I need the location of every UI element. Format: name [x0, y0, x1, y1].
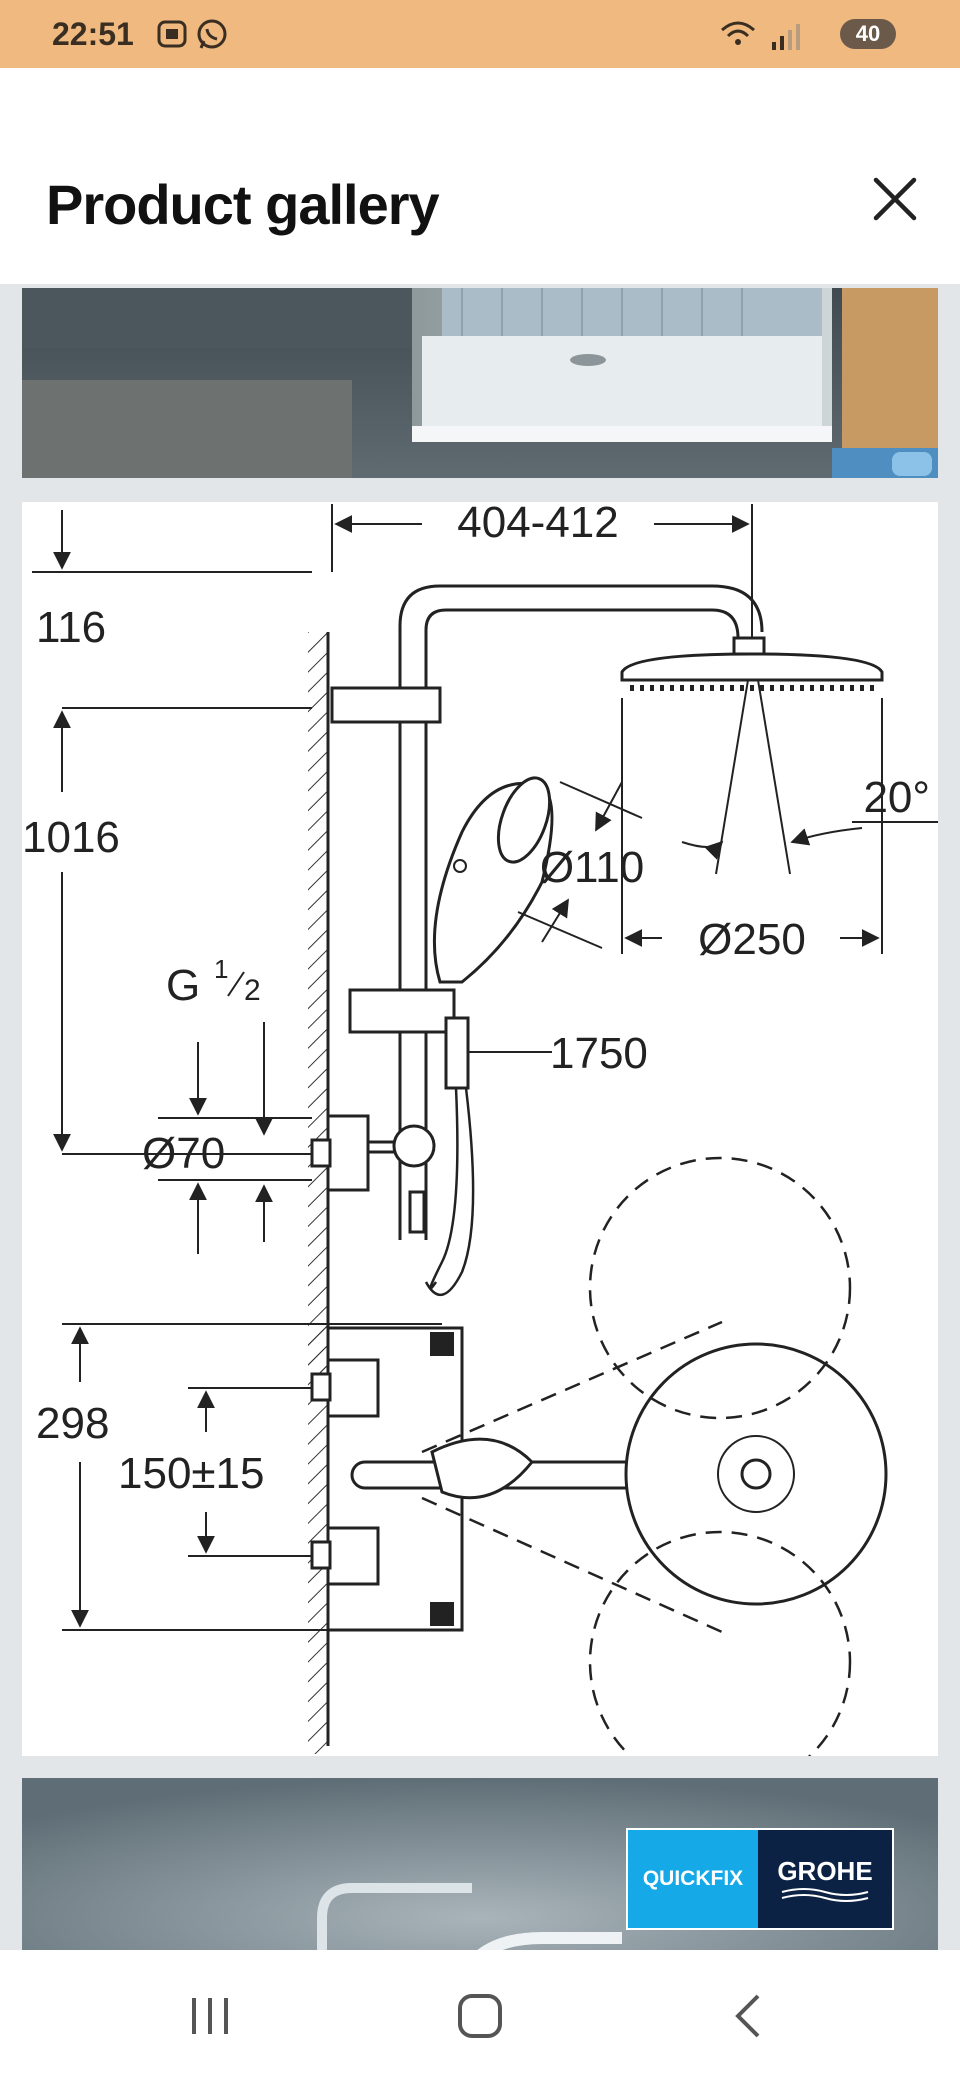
dim-g-numerator: 1 — [214, 954, 228, 984]
gallery-image-technical-drawing[interactable]: 404-412 20° Ø250 — [22, 502, 938, 1756]
dim-g-label: G — [166, 961, 200, 1010]
dim-250-label: Ø250 — [698, 915, 806, 964]
back-icon[interactable] — [726, 1994, 774, 2038]
battery-indicator: 40 — [840, 19, 896, 49]
dim-1016-label: 1016 — [22, 813, 120, 862]
bathroom-photo — [22, 288, 938, 478]
wifi-icon — [721, 21, 755, 45]
gallery-image-bathroom[interactable] — [22, 288, 938, 478]
dim-150-label: 150±15 — [118, 1449, 265, 1498]
page-title: Product gallery — [46, 173, 440, 236]
quickfix-logo: QUICKFIX — [628, 1830, 758, 1928]
dim-g-denominator: 2 — [244, 974, 261, 1007]
recents-icon[interactable] — [186, 1994, 234, 2038]
dim-70-label: Ø70 — [142, 1129, 225, 1178]
dimension-diagram: 404-412 20° Ø250 — [22, 502, 938, 1756]
gallery-header — [0, 68, 960, 284]
whatsapp-icon — [197, 19, 227, 49]
dim-116-label: 116 — [36, 603, 106, 652]
home-icon[interactable] — [456, 1994, 504, 2038]
status-time: 22:51 — [52, 16, 134, 52]
grohe-wave-mark — [781, 1887, 869, 1902]
notification-icons — [157, 19, 227, 49]
close-icon[interactable] — [870, 174, 920, 224]
grohe-logo: GROHE — [758, 1830, 892, 1928]
dim-1750-label: 1750 — [550, 1029, 648, 1078]
gallery-image-product[interactable]: QUICKFIX GROHE — [22, 1778, 938, 1950]
dim-angle-label: 20° — [863, 773, 930, 822]
signal-icon — [772, 24, 800, 50]
dim-298-label: 298 — [36, 1399, 109, 1448]
gallery-scroll-area[interactable]: 404-412 20° Ø250 — [0, 284, 960, 1950]
screenshot-icon — [157, 20, 187, 48]
system-icons — [721, 21, 800, 50]
dim-width-label: 404-412 — [457, 502, 618, 547]
status-bar: 22:51 40 — [0, 0, 960, 68]
quickfix-grohe-logo: QUICKFIX GROHE — [626, 1828, 894, 1930]
grohe-brand-text: GROHE — [777, 1855, 873, 1886]
system-nav-bar — [0, 1950, 960, 2080]
dim-110-label: Ø110 — [540, 843, 644, 892]
